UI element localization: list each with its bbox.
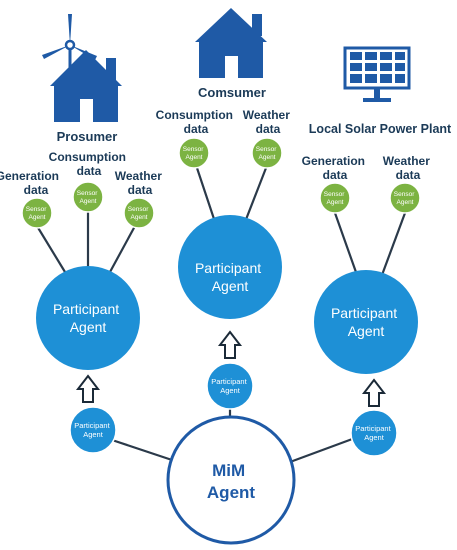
svg-text:Sensor Agent: Sensor Agent [324, 191, 346, 206]
prosumer-weather-label: Weather data [115, 169, 165, 197]
solar-sensor-generation: Sensor Agent [319, 182, 351, 214]
prosumer-consumption-label: Consumption data [49, 150, 130, 178]
prosumer-generation-label: Generation data [0, 169, 62, 197]
mim-agent: MiM Agent [166, 415, 296, 545]
svg-text:Sensor Agent: Sensor Agent [183, 146, 205, 161]
prosumer-sensor-weather: Sensor Agent [123, 197, 155, 229]
connection-lines [36, 167, 407, 464]
svg-text:Participant Agent: Participant Agent [53, 301, 123, 335]
svg-text:Participant Agent: Participant Agent [211, 377, 249, 395]
link-solar-generation [333, 212, 359, 276]
up-arrow-icon [75, 374, 101, 403]
consumer-title: Comsumer [198, 85, 266, 100]
svg-text:MiM Agent: MiM Agent [207, 461, 256, 502]
house-icon [195, 8, 267, 78]
prosumer-participant-agent: Participant Agent [36, 266, 140, 370]
consumer-participant-agent: Participant Agent [178, 215, 282, 319]
participant-agent-small-right: Participant Agent [350, 409, 398, 457]
prosumer-sensor-consumption: Sensor Agent [72, 181, 104, 213]
up-arrow-icon [361, 378, 387, 407]
participant-agent-small-left: Participant Agent [69, 406, 117, 454]
svg-text:Participant Agent: Participant Agent [74, 421, 112, 439]
solar-title: Local Solar Power Plant [309, 122, 452, 136]
consumer-sensor-weather: Sensor Agent [251, 137, 283, 169]
up-arrow-icon [217, 330, 243, 359]
link-consumer-weather [243, 167, 268, 223]
svg-text:Sensor Agent: Sensor Agent [26, 206, 48, 221]
link-prosumer-weather [109, 225, 136, 273]
link-mim-right [289, 436, 356, 464]
solar-generation-label: Generation data [302, 154, 369, 182]
solar-panel-icon [343, 46, 411, 102]
house-icon [50, 50, 122, 122]
solar-sensor-weather: Sensor Agent [389, 182, 421, 214]
svg-text:Sensor Agent: Sensor Agent [394, 191, 416, 206]
consumer-consumption-label: Consumption data [156, 108, 237, 136]
svg-text:Participant Agent: Participant Agent [195, 260, 265, 294]
prosumer-title: Prosumer [57, 129, 118, 144]
svg-text:Participant Agent: Participant Agent [355, 424, 393, 442]
link-solar-weather [380, 212, 407, 276]
consumer-sensor-consumption: Sensor Agent [178, 137, 210, 169]
svg-text:Participant Agent: Participant Agent [331, 305, 401, 339]
svg-text:Sensor Agent: Sensor Agent [128, 206, 150, 221]
link-consumer-consumption [195, 167, 217, 223]
solar-participant-agent: Participant Agent [314, 270, 418, 374]
solar-weather-label: Weather data [383, 154, 433, 182]
link-prosumer-generation [36, 225, 66, 273]
svg-text:Sensor Agent: Sensor Agent [77, 190, 99, 205]
participant-agent-small-center: Participant Agent [206, 362, 254, 410]
prosumer-sensor-generation: Sensor Agent [21, 197, 53, 229]
consumer-weather-label: Weather data [243, 108, 293, 136]
svg-text:Sensor Agent: Sensor Agent [256, 146, 278, 161]
link-mim-left [111, 438, 173, 462]
